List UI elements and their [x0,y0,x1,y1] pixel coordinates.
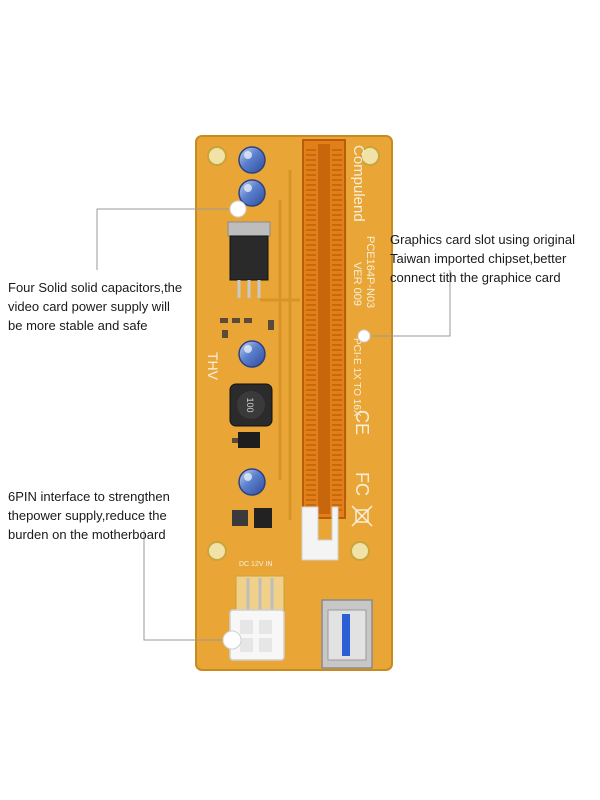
model-silkscreen: PCE164P-N03 [364,236,376,308]
solid-capacitor [238,468,266,496]
solid-capacitor [238,340,266,368]
callout-leader-lines [96,208,451,641]
version-silkscreen: VER 009 [351,262,363,306]
slot-latch [301,506,339,561]
solid-capacitor [238,179,266,207]
transistor [232,510,248,526]
callout-marker [357,329,371,343]
regulator-tab [227,221,271,237]
ce-mark: CE [352,410,372,435]
slot-callout-text: Graphics card slot using original Taiwan… [390,232,575,285]
callout-marker [222,630,242,650]
brand-silkscreen: Compulend [350,145,367,222]
mounting-hole [360,146,380,166]
callout-marker [229,200,247,218]
mounting-hole [350,541,370,561]
voltage-regulator [229,235,269,281]
solid-capacitor [238,146,266,174]
six-pin-callout-text: 6PIN interface to strengthen thepower su… [8,489,170,542]
inductor-label: 100 [245,397,255,412]
slot-pins [306,149,342,511]
dc-input-silkscreen: DC 12V IN [239,561,272,568]
slot-channel [318,144,330,514]
weee-bin-icon [351,505,373,527]
bus-silkscreen: PCI-E 1X TO 16X [351,338,362,417]
mounting-hole [207,541,227,561]
usb-tongue [342,614,350,656]
fc-mark: FC [352,472,372,496]
capacitor-callout-text: Four Solid solid capacitors,the video ca… [8,280,183,333]
transistor [254,508,272,528]
mounting-hole [207,146,227,166]
chip [238,432,260,448]
logo-silkscreen: THV [205,352,221,381]
